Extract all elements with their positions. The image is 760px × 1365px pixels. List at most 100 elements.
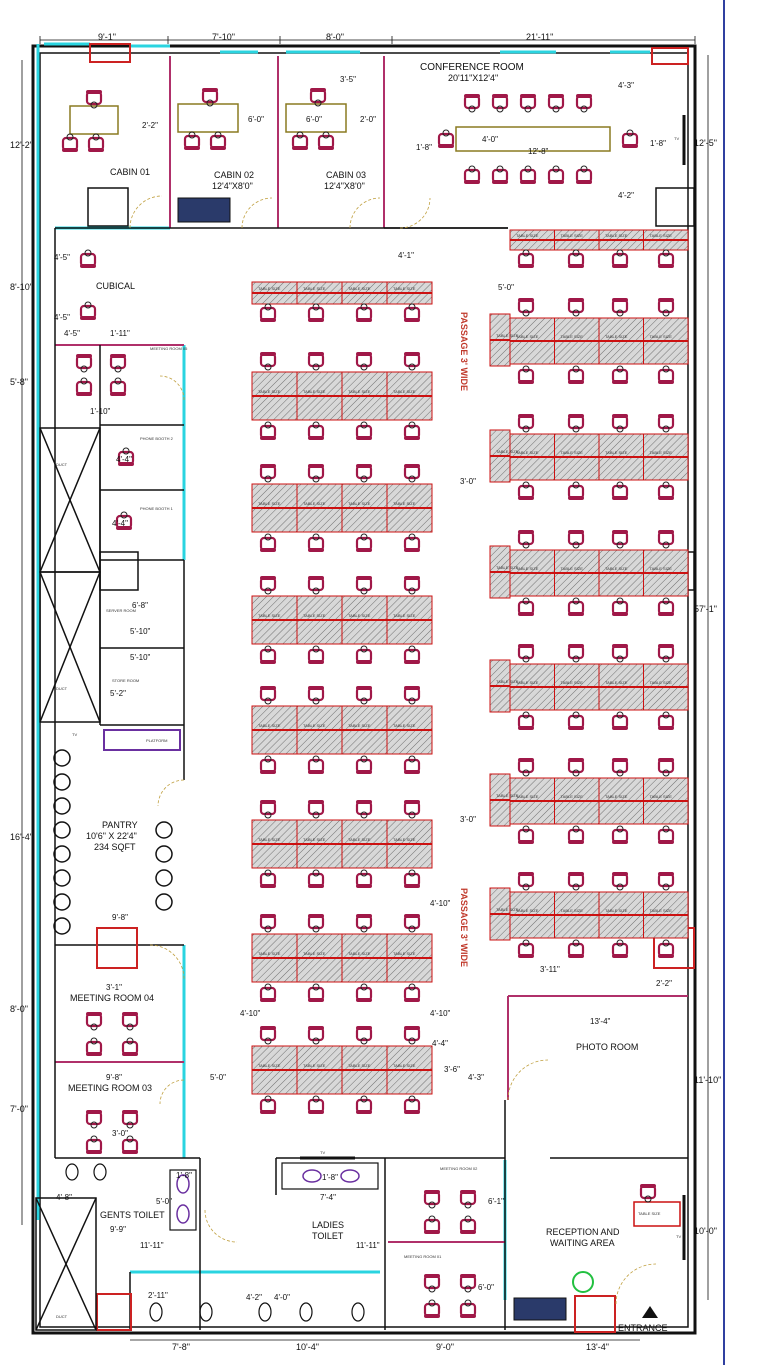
inner-dimension-label: 2'-11" [148,1291,168,1300]
phone-booth-2-label: PHONE BOOTH 2 [140,436,174,441]
table-size-label: TABLE SIZE [605,680,628,685]
inner-dimension-label: 2'-2" [656,979,672,988]
chair [657,249,675,268]
chair [355,755,373,774]
table-size-label: TABLE SIZE [605,233,628,238]
chair [611,825,629,844]
chair [403,1026,421,1045]
chair [611,939,629,958]
chair [657,939,675,958]
chair [517,711,535,730]
chair [567,365,585,384]
table-size-label: TABLE SIZE [303,389,326,394]
inner-dimension-label: 1'-11" [110,329,130,338]
chair [117,447,135,466]
table-size-label: TABLE SIZE [348,951,371,956]
tv-label-pantry: TV [72,732,77,737]
cabin-03-size: 12'4"X8'0" [324,181,365,191]
table-size-label: TABLE SIZE [516,450,539,455]
passage-label-bottom: PASSAGE 3' WIDE [459,888,469,967]
reception-label-2: WAITING AREA [550,1238,615,1248]
inner-dimension-label: 4'-0" [482,135,498,144]
inner-dimension-label: 1'-10" [90,407,111,416]
chair [423,1190,441,1209]
duct-label-2: DUCT [56,686,68,691]
chair [307,800,325,819]
inner-dimension-label: 4'-2" [618,191,634,200]
chair [121,1110,139,1129]
table-size-label: TABLE SIZE [605,794,628,799]
dim-top-3: 8'-0" [326,32,344,42]
table-size-label: TABLE SIZE [303,837,326,842]
dim-top-4: 21'-11" [526,32,553,42]
inner-dimension-label: 4'-10" [430,899,451,908]
chairs [61,88,675,1318]
chair [403,914,421,933]
pantry-area: 234 SQFT [94,842,136,852]
chair [517,530,535,549]
chair [355,645,373,664]
chair [423,1215,441,1234]
dim-left-5: 8'-0" [10,1004,28,1014]
table-size-label: TABLE SIZE [348,837,371,842]
table-size-label: TABLE SIZE [650,794,673,799]
table-size-label: TABLE SIZE [650,334,673,339]
chair [79,249,97,268]
chair [611,365,629,384]
chair [491,165,509,184]
table-size-label: TABLE SIZE [258,723,281,728]
chair [201,88,219,107]
chair [307,1026,325,1045]
chair [517,414,535,433]
chair [403,576,421,595]
table-size-label: TABLE SIZE [561,794,584,799]
chair [259,686,277,705]
table-size-label: TABLE SIZE [605,908,628,913]
chair [611,711,629,730]
chair [567,414,585,433]
chair [85,1135,103,1154]
chair [611,530,629,549]
dim-right-1: 12'-5" [694,138,717,148]
table-size-label: TABLE SIZE [561,680,584,685]
chair [85,1037,103,1056]
table-size-label: TABLE SIZE [561,908,584,913]
table-size-label: TABLE SIZE [348,286,371,291]
chair [183,131,201,150]
chair [517,872,535,891]
inner-dimension-label: 6'-0" [306,115,322,124]
inner-dimension-label: 3'-6" [444,1065,460,1074]
chair [611,481,629,500]
table-size-label: TABLE SIZE [561,233,584,238]
chair [517,365,535,384]
dim-left-1: 12'-2" [10,140,33,150]
chair [459,1299,477,1318]
chair [259,869,277,888]
table-size-label: TABLE SIZE [516,908,539,913]
chair [517,758,535,777]
chair [403,533,421,552]
chair [259,464,277,483]
ladies-toilet-label-1: LADIES [312,1220,344,1230]
table-size-label: TABLE SIZE [605,334,628,339]
chair [567,758,585,777]
inner-dimension-label: 6'-0" [248,115,264,124]
dim-bottom-3: 9'-0" [436,1342,454,1352]
tv-label-ladies: TV [320,1150,325,1155]
sofas [177,197,567,1321]
table-size-label: TABLE SIZE [650,566,673,571]
inner-dimension-label: 3'-1" [106,983,122,992]
dim-right-4: 10'-0" [694,1226,717,1236]
chair [355,983,373,1002]
table-size-label: TABLE SIZE [393,1063,416,1068]
chair [463,94,481,113]
inner-dimension-label: 6'-1" [488,1197,504,1206]
inner-dimension-label: 4'-3" [618,81,634,90]
chair [519,165,537,184]
chair [517,825,535,844]
